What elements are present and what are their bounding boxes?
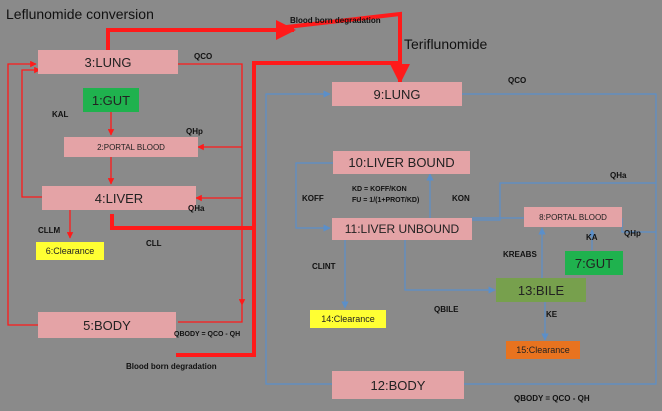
label-qhp-left: QHp: [186, 127, 203, 136]
left-circulation-arrows: [7, 60, 246, 326]
label-blood-born-degradation-bottom: Blood born degradation: [126, 362, 217, 371]
node-8-portal-blood[interactable]: 8:PORTAL BLOOD: [524, 207, 622, 227]
node-4-liver[interactable]: 4:LIVER: [42, 186, 196, 210]
leflunomide-title: Leflunomide conversion: [6, 6, 154, 22]
label-koff: KOFF: [302, 194, 324, 203]
label-qbody-left: QBODY = QCO - QH: [174, 331, 241, 338]
node-9-lung[interactable]: 9:LUNG: [332, 82, 462, 106]
label-qbody-right: QBODY = QCO - QH: [514, 394, 590, 403]
node-11-liver-unbound[interactable]: 11:LIVER UNBOUND: [332, 218, 472, 240]
label-kreabs: KREABS: [503, 250, 537, 259]
label-qco-left: QCO: [194, 52, 213, 61]
label-kon: KON: [452, 194, 470, 203]
label-fu-equation: FU = 1/(1+PROT/KD): [352, 197, 420, 204]
node-1-gut[interactable]: 1:GUT: [83, 88, 139, 112]
label-ke: KE: [546, 310, 558, 319]
label-blood-born-degradation-top: Blood born degradation: [290, 16, 381, 25]
label-clint: CLINT: [312, 262, 336, 271]
label-kal: KAL: [52, 110, 69, 119]
right-circulation-arrows: [265, 90, 657, 385]
label-kd-equation: KD = KOFF/KON: [352, 186, 407, 193]
node-3-lung[interactable]: 3:LUNG: [38, 50, 178, 74]
node-10-liver-bound[interactable]: 10:LIVER BOUND: [333, 151, 470, 174]
node-15-clearance[interactable]: 15:Clearance: [506, 341, 580, 359]
node-7-gut[interactable]: 7:GUT: [565, 251, 623, 275]
node-5-body[interactable]: 5:BODY: [38, 312, 176, 338]
teriflunomide-title: Teriflunomide: [404, 36, 488, 52]
label-qha-right: QHa: [610, 171, 627, 180]
label-ka: KA: [586, 233, 598, 242]
degradation-arrows: [106, 11, 410, 357]
node-12-body[interactable]: 12:BODY: [332, 371, 464, 399]
label-qha-left: QHa: [188, 204, 205, 213]
node-13-bile[interactable]: 13:BILE: [496, 278, 586, 302]
label-qco-right: QCO: [508, 76, 527, 85]
label-cllm: CLLM: [38, 226, 61, 235]
label-qbile: QBILE: [434, 305, 459, 314]
label-qhp-right: QHp: [624, 229, 641, 238]
node-6-clearance[interactable]: 6:Clearance: [36, 242, 104, 260]
label-cll: CLL: [146, 239, 162, 248]
node-14-clearance[interactable]: 14:Clearance: [310, 310, 386, 328]
node-2-portal-blood[interactable]: 2:PORTAL BLOOD: [64, 137, 198, 157]
